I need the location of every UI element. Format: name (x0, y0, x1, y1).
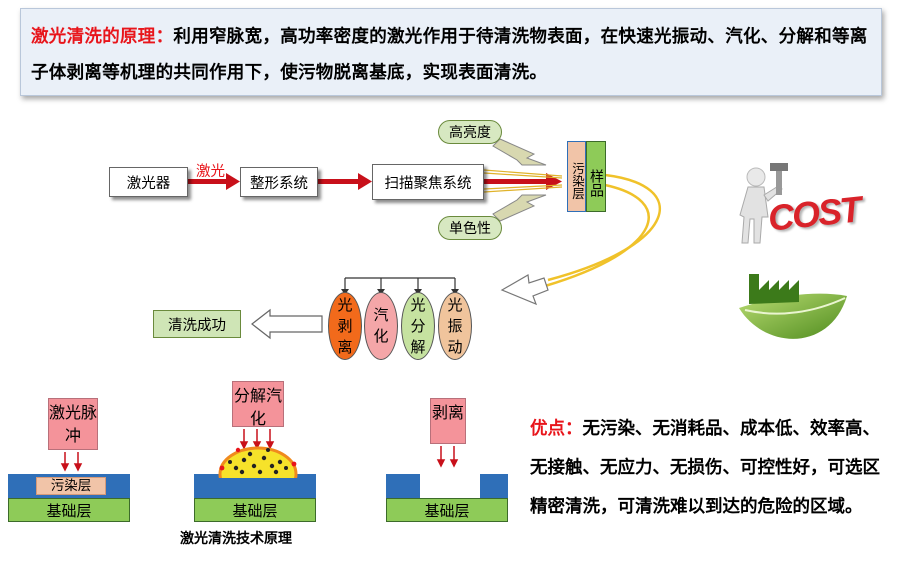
peel-blue-left (386, 474, 420, 498)
pulse-tag: 激光脉冲 (48, 398, 98, 450)
principle-body: 利用窄脉宽，高功率密度的激光作用于待清洗物表面，在快速光振动、汽化、分解和等离子… (31, 27, 868, 83)
arrow-high-brightness (492, 138, 547, 166)
laser-box: 激光器 (109, 167, 188, 197)
advantages-label: 优点： (530, 419, 583, 439)
return-curves (544, 173, 662, 288)
principle-box: 激光清洗的原理：利用窄脉宽，高功率密度的激光作用于待清洗物表面，在快速光振动、汽… (20, 8, 882, 96)
principle-text: 激光清洗的原理：利用窄脉宽，高功率密度的激光作用于待清洗物表面，在快速光振动、汽… (31, 19, 876, 91)
monochromatic-pill: 单色性 (438, 216, 502, 240)
success-arrow (251, 308, 323, 340)
decomp-tag: 分解汽化 (232, 381, 284, 428)
peel-tag: 剥离 (430, 398, 466, 444)
sample-pollution-layer: 污染层 (567, 141, 586, 212)
advantages-body: 无污染、无消耗品、成本低、效率高、无接触、无应力、无损伤、可控性好，可选区精密清… (530, 419, 880, 517)
mechanism-vaporize: 汽化 (364, 292, 398, 360)
sample-body: 样品 (586, 141, 606, 212)
diagram-caption: 激光清洗技术原理 (180, 531, 292, 547)
laser-arrow-label: 激光 (196, 164, 225, 180)
mechanism-light-vibration-label: 光振动 (447, 295, 463, 356)
principle-label: 激光清洗的原理： (31, 27, 174, 47)
mechanism-light-decomp: 光分解 (401, 292, 435, 360)
return-arrow (500, 274, 549, 306)
mechanism-light-peel: 光剥离 (328, 292, 362, 360)
mechanism-light-peel-label: 光剥离 (337, 295, 353, 356)
arrow-laser-shaping (188, 173, 240, 190)
mechanism-light-vibration: 光振动 (438, 292, 472, 360)
pulse-base-layer: 基础层 (8, 498, 130, 522)
factory-leaf-icon (739, 274, 847, 339)
advantages-text: 优点：无污染、无消耗品、成本低、效率高、无接触、无应力、无损伤、可控性好，可选区… (530, 410, 892, 527)
shaping-box: 整形系统 (240, 167, 318, 197)
mechanism-light-decomp-label: 光分解 (410, 295, 426, 356)
decomp-blue-layer (194, 474, 316, 498)
high-brightness-pill: 高亮度 (438, 120, 502, 144)
peel-blue-right (480, 474, 508, 498)
decomp-base-layer: 基础层 (194, 498, 316, 522)
decomp-particles (218, 446, 298, 478)
success-box: 清洗成功 (153, 310, 241, 338)
mechanism-vaporize-label: 汽化 (373, 306, 389, 345)
beam-lines (483, 169, 563, 193)
pulse-pollution-layer: 污染层 (36, 477, 106, 495)
scan-focus-box: 扫描聚焦系统 (372, 164, 484, 200)
arrow-monochromatic (492, 194, 547, 222)
arrow-shaping-scan (318, 173, 372, 190)
cost-icon: COST (730, 155, 862, 250)
person-icon (739, 163, 788, 244)
peel-base-layer: 基础层 (386, 498, 508, 522)
